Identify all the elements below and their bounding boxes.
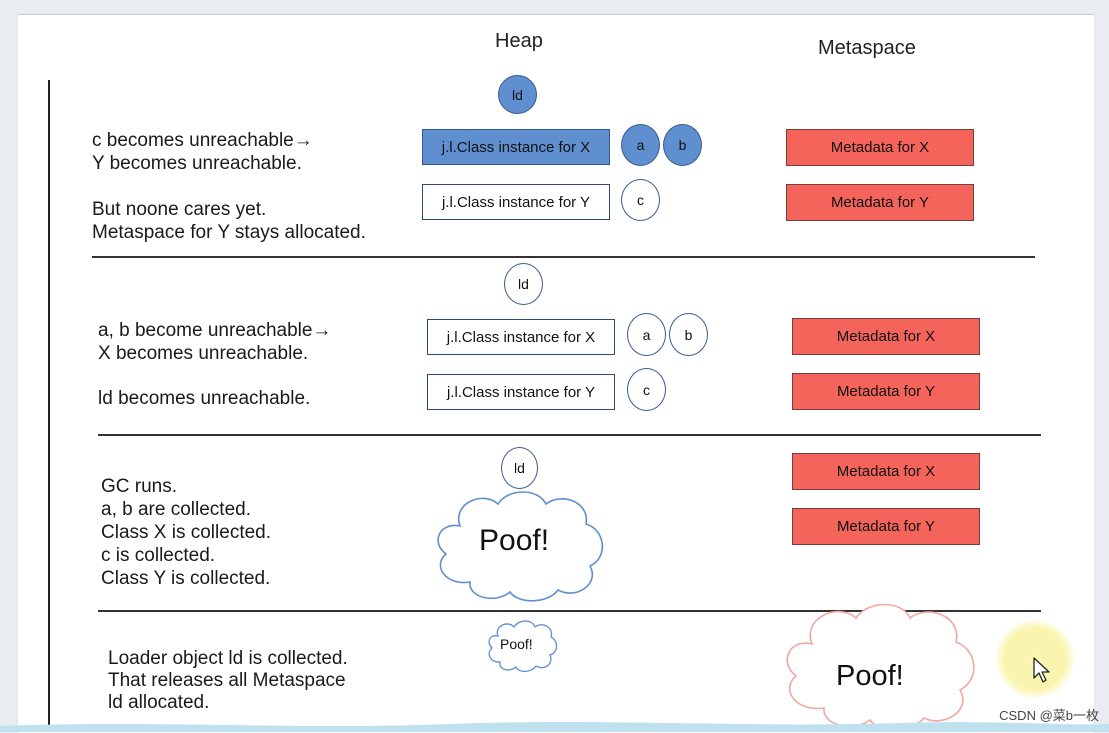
row1-text-reachability: c becomes unreachable→ Y becomes unreach… bbox=[92, 130, 313, 174]
row2-object-a: a bbox=[627, 313, 666, 356]
row1-text-noone-cares: But noone cares yet. Metaspace for Y sta… bbox=[92, 199, 366, 243]
bottom-wave-decoration bbox=[0, 722, 1109, 732]
row4-big-poof-cloud-shape bbox=[786, 603, 975, 730]
row4-small-poof-cloud-shape bbox=[488, 620, 558, 673]
row2-class-y-box: j.l.Class instance for Y bbox=[427, 374, 615, 410]
row3-poof-cloud-shape bbox=[437, 491, 604, 602]
metaspace-column-heading: Metaspace bbox=[818, 37, 916, 59]
left-vertical-rule bbox=[48, 80, 50, 730]
row3-metadata-y: Metadata for Y bbox=[792, 508, 980, 545]
row1-metadata-x: Metadata for X bbox=[786, 129, 974, 166]
csdn-watermark: CSDN @菜b一枚 bbox=[999, 708, 1099, 723]
row1-ld-circle: ld bbox=[498, 75, 537, 114]
row4-small-poof-label: Poof! bbox=[500, 636, 533, 652]
row2-object-c: c bbox=[627, 368, 666, 411]
mouse-pointer-icon bbox=[1033, 657, 1050, 683]
row2-metadata-x: Metadata for X bbox=[792, 318, 980, 355]
row1-divider bbox=[92, 256, 1035, 258]
row2-object-b: b bbox=[669, 313, 708, 356]
row2-text-ld-unreachable: ld becomes unreachable. bbox=[98, 388, 311, 409]
row2-divider bbox=[98, 434, 1041, 436]
row1-object-b: b bbox=[663, 124, 702, 166]
heap-column-heading: Heap bbox=[495, 30, 543, 52]
row1-metadata-y: Metadata for Y bbox=[786, 184, 974, 221]
row2-metadata-y: Metadata for Y bbox=[792, 373, 980, 410]
row3-divider bbox=[98, 610, 1041, 612]
row1-object-c: c bbox=[621, 179, 660, 221]
row2-text-reachability: a, b become unreachable→ X becomes unrea… bbox=[98, 320, 332, 364]
row1-class-y-box: j.l.Class instance for Y bbox=[422, 184, 610, 220]
row3-metadata-x: Metadata for X bbox=[792, 453, 980, 490]
row2-class-x-box: j.l.Class instance for X bbox=[427, 319, 615, 355]
row3-ld-circle: ld bbox=[501, 447, 538, 489]
row1-class-x-box: j.l.Class instance for X bbox=[422, 129, 610, 165]
row4-text-loader-collected: Loader object ld is collected. That rele… bbox=[108, 648, 348, 713]
row4-big-poof-label: Poof! bbox=[836, 660, 904, 692]
row3-poof-label: Poof! bbox=[479, 524, 550, 557]
row2-ld-circle: ld bbox=[504, 263, 543, 305]
row3-text-gc-runs: GC runs. a, b are collected. Class X is … bbox=[101, 476, 272, 589]
row1-object-a: a bbox=[621, 124, 660, 166]
